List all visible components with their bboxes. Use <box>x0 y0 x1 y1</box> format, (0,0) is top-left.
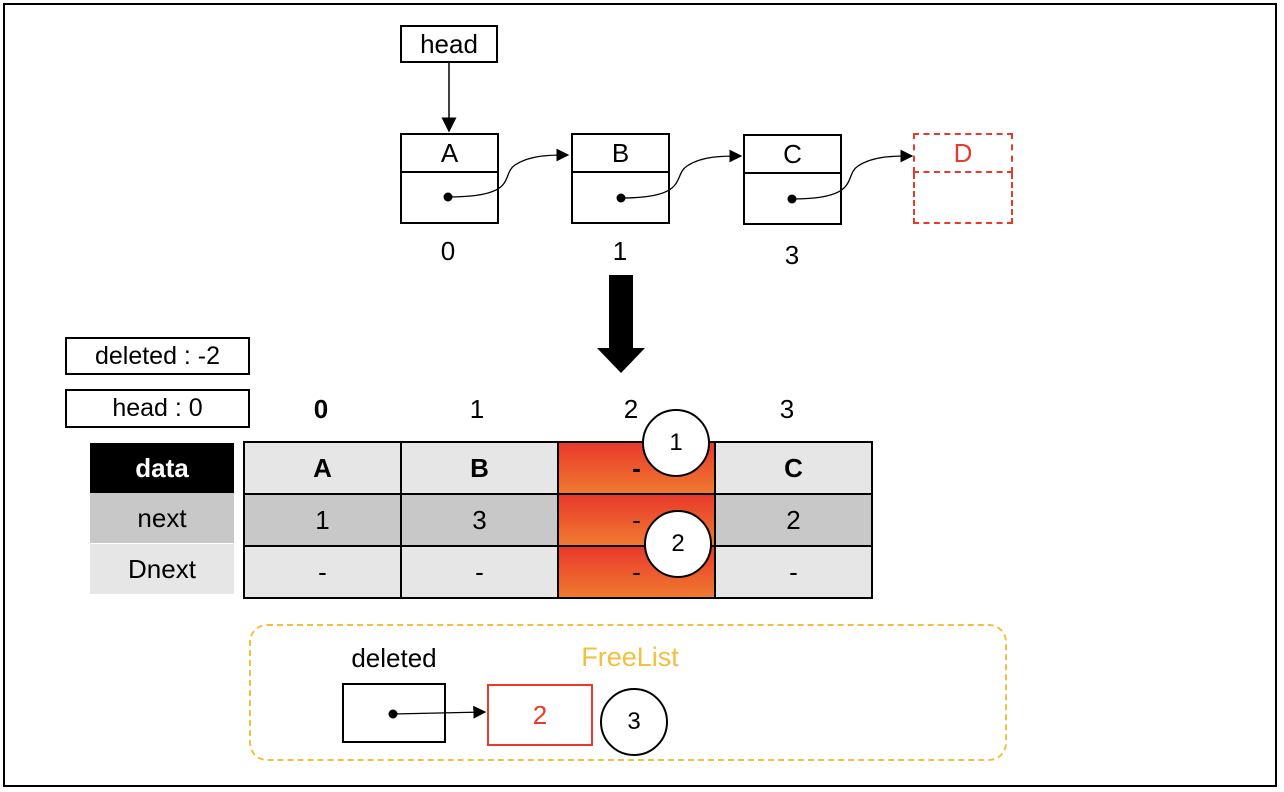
freelist-pointer-label: deleted <box>351 642 437 673</box>
col-header-1: 1 <box>469 393 485 424</box>
head-state-box: head : 0 <box>65 389 250 428</box>
col-header-0: 0 <box>313 393 329 424</box>
node-b-data: B <box>571 133 670 173</box>
deleted-state-box: deleted : -2 <box>65 337 250 375</box>
deleted-state-label: deleted : -2 <box>94 341 221 370</box>
step-1-circle: 1 <box>642 409 710 477</box>
freelist-pointer-box <box>342 683 446 743</box>
table-row-data: A B - C <box>243 441 873 495</box>
cell-dnext-2: - <box>557 545 716 599</box>
col-header-2: 2 <box>623 393 639 424</box>
freelist-pointer-arrow <box>392 705 487 719</box>
cell-dnext-0: - <box>243 545 402 599</box>
row-label-next: next <box>90 493 234 543</box>
freelist-region <box>249 624 1007 761</box>
node-c-index: 3 <box>784 239 800 270</box>
head-label: head <box>420 28 478 59</box>
node-d-data: D <box>913 133 1013 173</box>
node-c-data: C <box>743 134 842 174</box>
node-a-value: A <box>440 137 459 168</box>
cell-dnext-3: - <box>714 545 873 599</box>
freelist-title: FreeList <box>581 641 679 672</box>
table-row-dnext: - - - - <box>243 545 873 599</box>
array-table: A B - C 1 3 - 2 - - - - <box>243 441 873 599</box>
node-b-value: B <box>611 137 630 168</box>
cell-data-3: C <box>714 441 873 495</box>
node-c-value: C <box>783 138 802 169</box>
step-2-circle: 2 <box>644 510 712 578</box>
node-a-next <box>400 173 499 224</box>
node-b-next <box>571 173 670 224</box>
node-a-index: 0 <box>440 235 456 266</box>
step-3-circle: 3 <box>600 688 668 756</box>
transform-arrow <box>597 275 645 373</box>
link-c-d <box>791 149 914 200</box>
head-box: head <box>400 25 498 63</box>
node-b-index: 1 <box>612 235 628 266</box>
row-label-dnext: Dnext <box>90 544 234 594</box>
head-state-label: head : 0 <box>112 394 203 422</box>
cell-next-0: 1 <box>243 493 402 547</box>
node-d-value: D <box>953 137 973 168</box>
col-header-3: 3 <box>779 393 795 424</box>
cell-next-3: 2 <box>714 493 873 547</box>
node-c-next <box>743 174 842 225</box>
freelist-node-value: 2 <box>532 699 548 730</box>
diagram-frame <box>3 3 1277 787</box>
freelist-node: 2 <box>487 684 593 746</box>
link-b-c <box>620 149 743 199</box>
node-d-next <box>913 173 1013 224</box>
row-label-data: data <box>90 443 234 493</box>
link-a-b <box>447 148 570 198</box>
node-a-data: A <box>400 133 499 173</box>
cell-data-0: A <box>243 441 402 495</box>
cell-dnext-1: - <box>400 545 559 599</box>
cell-data-1: B <box>400 441 559 495</box>
table-row-next: 1 3 - 2 <box>243 493 873 547</box>
cell-next-1: 3 <box>400 493 559 547</box>
